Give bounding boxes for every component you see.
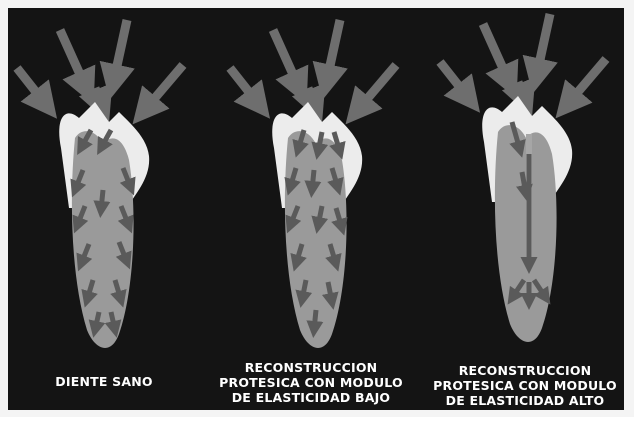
caption-line: DE ELASTICIDAD BAJO bbox=[204, 390, 418, 405]
caption-line: DE ELASTICIDAD ALTO bbox=[418, 393, 632, 408]
stress-arrow bbox=[312, 170, 314, 190]
caption-modulo-bajo: RECONSTRUCCION PROTESICA CON MODULO DE E… bbox=[204, 360, 418, 405]
caption-diente-sano: DIENTE SANO bbox=[44, 374, 164, 389]
caption-modulo-alto: RECONSTRUCCION PROTESICA CON MODULO DE E… bbox=[418, 363, 632, 408]
stress-arrow bbox=[101, 190, 103, 210]
caption-line: DIENTE SANO bbox=[44, 374, 164, 389]
caption-line: PROTESICA CON MODULO bbox=[204, 375, 418, 390]
caption-line: RECONSTRUCCION bbox=[418, 363, 632, 378]
caption-line: PROTESICA CON MODULO bbox=[418, 378, 632, 393]
caption-line: RECONSTRUCCION bbox=[204, 360, 418, 375]
stress-arrow bbox=[314, 310, 316, 330]
